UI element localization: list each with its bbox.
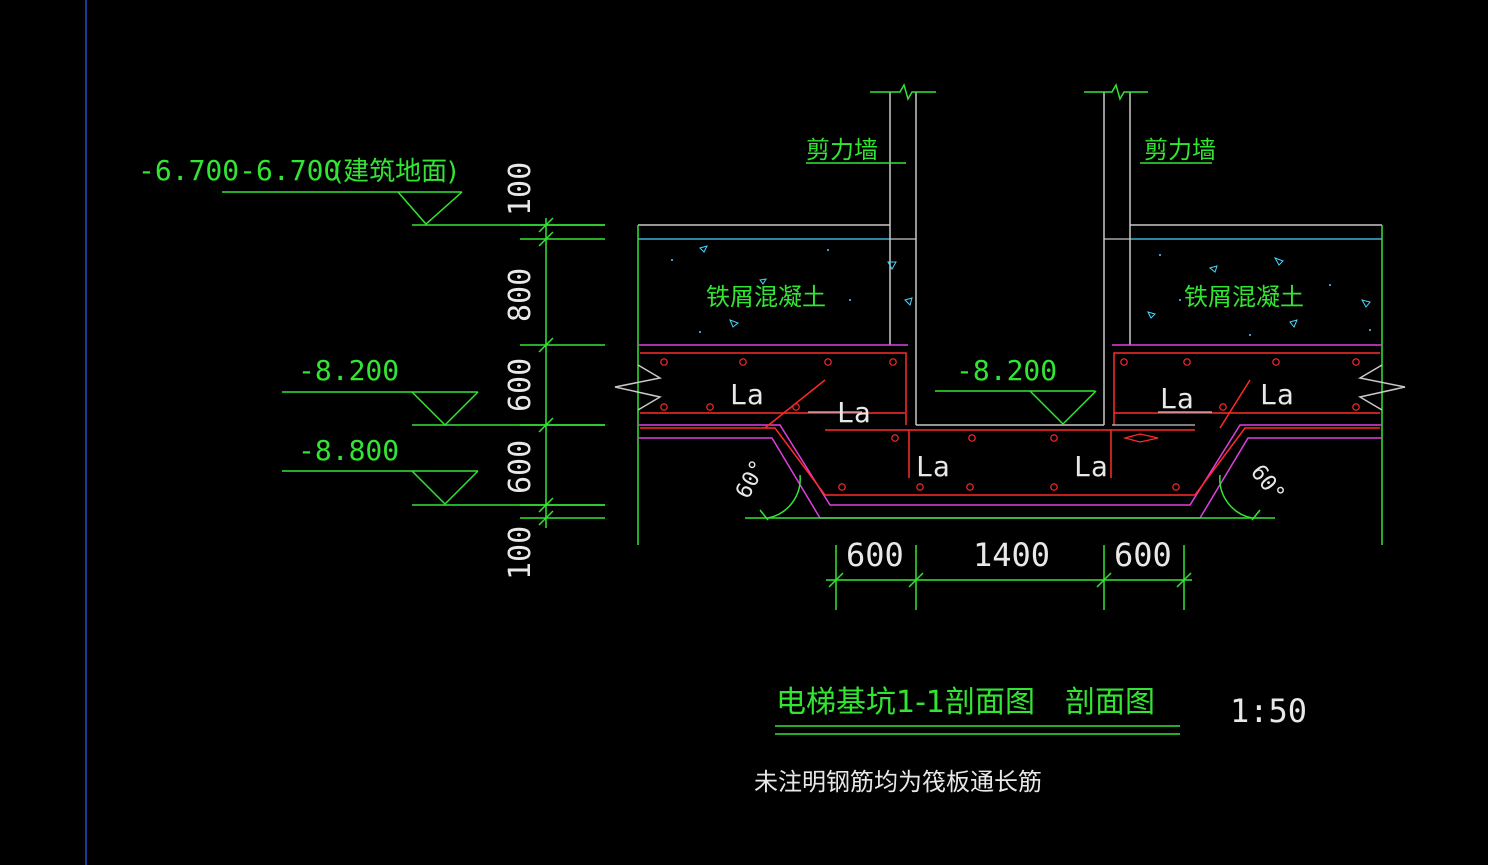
horizontal-dimension-chain xyxy=(826,545,1192,610)
angle-label-right: 60° xyxy=(1245,460,1289,507)
dim-v-100-bottom: 100 xyxy=(503,526,538,580)
drawing-title: 电梯基坑1-1剖面图 剖面图 xyxy=(776,685,1155,720)
elevation-marker-ground: -6.700-6.700 (建筑地面) xyxy=(138,154,605,226)
pit-elevation-text: -8.200 xyxy=(956,354,1057,387)
bottom-elevation-text: -8.800 xyxy=(298,434,399,467)
la-label-5: La xyxy=(1160,382,1194,415)
elevation-marker-slab: -8.200 xyxy=(282,354,605,427)
dim-h-1400: 1400 xyxy=(973,536,1050,574)
drawing-note: 未注明钢筋均为筏板通长筋 xyxy=(754,768,1042,796)
dim-h-600-right: 600 xyxy=(1114,536,1172,574)
ground-elevation-text: -6.700-6.700 xyxy=(138,154,340,187)
dim-v-100-top: 100 xyxy=(503,162,538,216)
section-body xyxy=(614,83,1406,545)
la-label-3: La xyxy=(916,450,950,483)
iron-concrete-label-right: 铁屑混凝土 xyxy=(1184,283,1304,311)
vertical-dimension-chain xyxy=(520,217,605,528)
la-label-2: La xyxy=(837,396,871,429)
shear-wall-label-right: 剪力墙 xyxy=(1144,136,1216,164)
ground-note-text: (建筑地面) xyxy=(333,157,457,187)
vertical-dimension-texts: 100 800 600 600 100 xyxy=(503,162,538,580)
iron-concrete-label-left: 铁屑混凝土 xyxy=(706,283,826,311)
slab-elevation-text: -8.200 xyxy=(298,354,399,387)
la-label-6: La xyxy=(1260,378,1294,411)
dim-h-600-left: 600 xyxy=(846,536,904,574)
elevation-marker-bottom: -8.800 xyxy=(282,434,605,506)
scale-text: 1:50 xyxy=(1230,692,1307,730)
shear-wall-label-left: 剪力墙 xyxy=(806,136,878,164)
dim-v-600-upper: 600 xyxy=(503,358,538,412)
dim-v-800: 800 xyxy=(503,268,538,322)
dim-v-600-lower: 600 xyxy=(503,440,538,494)
la-label-1: La xyxy=(730,378,764,411)
la-label-4: La xyxy=(1074,450,1108,483)
angle-label-left: 60° xyxy=(731,456,772,503)
